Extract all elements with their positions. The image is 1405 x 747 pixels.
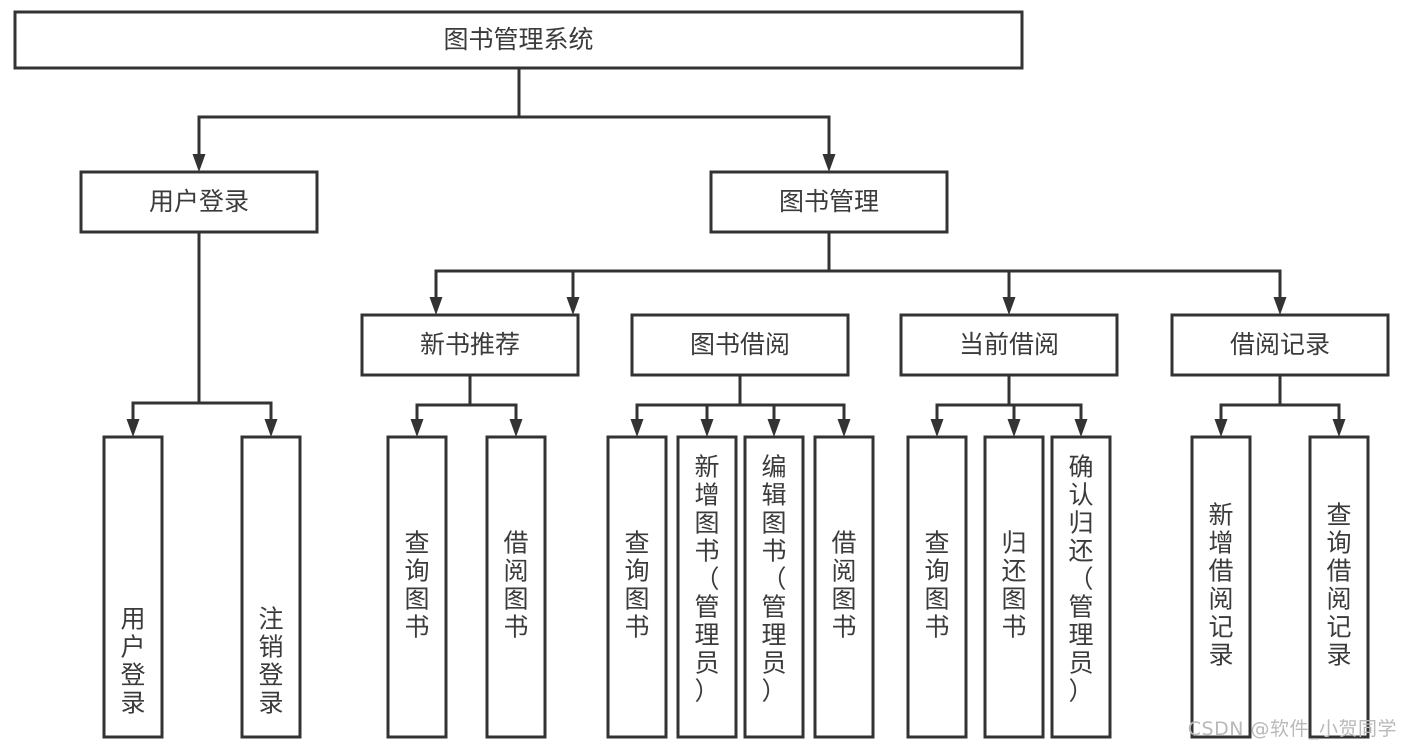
node-box-leaf-user-login [102, 435, 164, 739]
node-book-manage[interactable]: 图书管理 [709, 170, 949, 234]
csdn-watermark: CSDN @软件_小贺同学 [1187, 718, 1397, 740]
node-box-leaf-query-book-1 [386, 435, 448, 739]
node-leaf-confirm-return[interactable]: 确认归还（管理员） [1050, 435, 1112, 739]
node-box-leaf-query-book-3 [906, 435, 968, 739]
node-label-leaf-query-record: 查询借阅记录 [1326, 501, 1351, 670]
node-leaf-add-book[interactable]: 新增图书（管理员） [676, 435, 738, 739]
node-box-book-manage [709, 170, 949, 234]
node-book-borrow[interactable]: 图书借阅 [630, 313, 850, 377]
node-leaf-query-record[interactable]: 查询借阅记录 [1308, 435, 1370, 739]
connector-currentborrow-to-leaves [930, 373, 1088, 437]
node-box-leaf-edit-book [743, 435, 805, 739]
node-current-borrow[interactable]: 当前借阅 [899, 313, 1119, 377]
node-leaf-edit-book[interactable]: 编辑图书（管理员） [743, 435, 805, 739]
connector-bookmanage-to-level2 [429, 230, 1287, 315]
node-box-book-borrow [630, 313, 850, 377]
node-label-leaf-return-book: 归还图书 [1001, 529, 1026, 642]
node-box-leaf-add-record [1190, 435, 1252, 739]
node-label-leaf-user-login: 用户登录 [120, 605, 145, 718]
connector-layer [126, 66, 1346, 437]
node-leaf-query-book-2[interactable]: 查询图书 [606, 435, 668, 739]
node-box-leaf-confirm-return [1050, 435, 1112, 739]
connector-bookborrow-to-leaves [630, 373, 851, 437]
node-label-leaf-query-book-3: 查询图书 [924, 529, 949, 642]
node-box-leaf-borrow-book-1 [485, 435, 547, 739]
node-leaf-user-login[interactable]: 用户登录 [102, 435, 164, 739]
node-box-root [13, 10, 1024, 70]
node-label-leaf-edit-book: 编辑图书（管理员） [761, 453, 786, 706]
node-layer: 图书管理系统用户登录图书管理新书推荐图书借阅当前借阅借阅记录用户登录注销登录查询… [13, 10, 1390, 739]
node-label-book-manage: 图书管理 [779, 187, 879, 216]
node-box-user-login [79, 170, 319, 234]
node-new-book-rec[interactable]: 新书推荐 [360, 313, 580, 377]
node-leaf-query-book-1[interactable]: 查询图书 [386, 435, 448, 739]
connector-newbook-to-leaves [410, 373, 523, 437]
node-label-leaf-query-book-2: 查询图书 [624, 529, 649, 642]
node-leaf-query-book-3[interactable]: 查询图书 [906, 435, 968, 739]
node-label-borrow-record: 借阅记录 [1230, 330, 1330, 359]
connector-userlogin-to-leaves [126, 230, 278, 437]
node-label-book-borrow: 图书借阅 [690, 330, 790, 359]
node-label-leaf-borrow-book-2: 借阅图书 [831, 529, 856, 642]
node-box-new-book-rec [360, 313, 580, 377]
node-label-leaf-add-book: 新增图书（管理员） [694, 453, 719, 706]
node-label-leaf-query-book-1: 查询图书 [404, 529, 429, 642]
node-leaf-borrow-book-2[interactable]: 借阅图书 [813, 435, 875, 739]
node-box-leaf-query-book-2 [606, 435, 668, 739]
node-label-leaf-confirm-return: 确认归还（管理员） [1068, 453, 1093, 706]
node-leaf-return-book[interactable]: 归还图书 [983, 435, 1045, 739]
node-label-leaf-logout: 注销登录 [258, 605, 283, 718]
node-label-current-borrow: 当前借阅 [959, 330, 1059, 359]
node-box-leaf-return-book [983, 435, 1045, 739]
node-user-login[interactable]: 用户登录 [79, 170, 319, 234]
connector-borrowrecord-to-leaves [1214, 373, 1346, 437]
connector-root-to-level1 [192, 66, 836, 172]
node-box-leaf-add-book [676, 435, 738, 739]
node-label-new-book-rec: 新书推荐 [420, 330, 520, 359]
node-leaf-borrow-book-1[interactable]: 借阅图书 [485, 435, 547, 739]
node-label-leaf-add-record: 新增借阅记录 [1208, 501, 1233, 670]
node-box-current-borrow [899, 313, 1119, 377]
node-borrow-record[interactable]: 借阅记录 [1170, 313, 1390, 377]
node-label-leaf-borrow-book-1: 借阅图书 [503, 529, 528, 642]
node-label-user-login: 用户登录 [149, 187, 249, 216]
node-leaf-add-record[interactable]: 新增借阅记录 [1190, 435, 1252, 739]
node-box-leaf-logout [240, 435, 302, 739]
node-root[interactable]: 图书管理系统 [13, 10, 1024, 70]
node-box-leaf-query-record [1308, 435, 1370, 739]
node-box-leaf-borrow-book-2 [813, 435, 875, 739]
node-box-borrow-record [1170, 313, 1390, 377]
node-leaf-logout[interactable]: 注销登录 [240, 435, 302, 739]
node-label-root: 图书管理系统 [443, 25, 593, 54]
